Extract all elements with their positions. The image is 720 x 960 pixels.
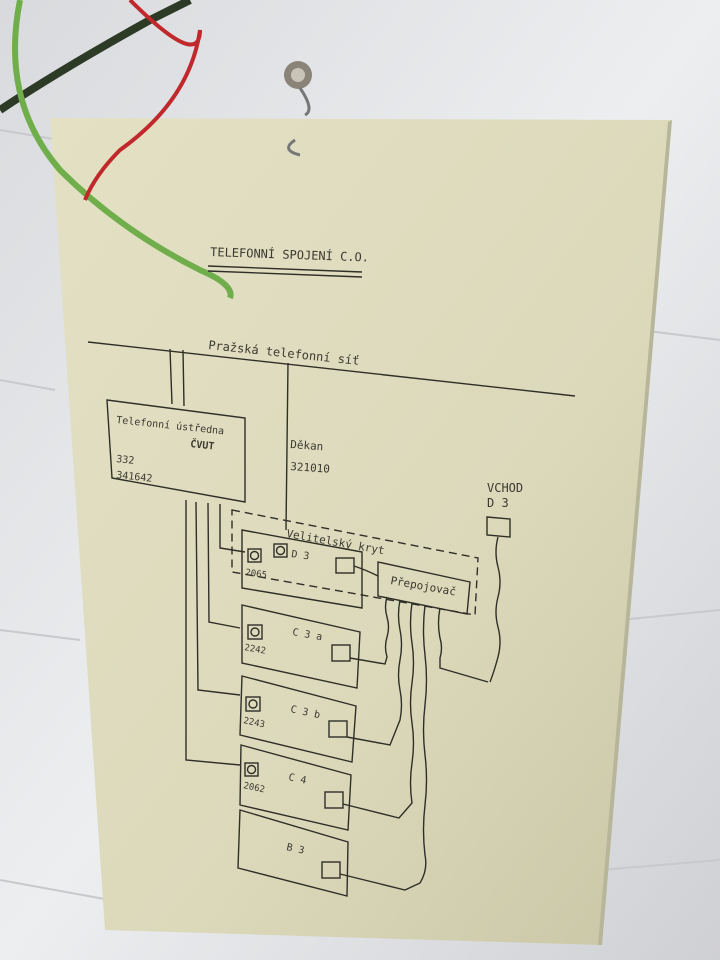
switchboard-box [377, 561, 471, 615]
extension-lines [185, 500, 246, 766]
phone-icon [246, 764, 257, 775]
phone-icon [275, 545, 286, 556]
hook-icon [287, 87, 311, 157]
dean-label: Děkan [290, 438, 324, 453]
exchange-number1: 332 [116, 454, 135, 467]
phone-icon [248, 699, 258, 709]
trunk-lines [169, 348, 289, 531]
exchange-line2: ČVUT [190, 437, 215, 452]
wire-green [12, 0, 234, 300]
paper-edge [598, 120, 672, 945]
diagram-title: TELEFONNÍ SPOJENÍ C.O. [210, 244, 369, 265]
network-line [87, 341, 576, 397]
wire-dark [0, 0, 192, 114]
room-d3: D 3 2065 [241, 529, 363, 609]
entrance-label: VCHOD [487, 481, 523, 495]
exchange-box [106, 399, 246, 503]
room-name: C 4 [287, 772, 307, 787]
room-c4: C 4 2062 [239, 744, 352, 831]
room-c3b: C 3 b 2243 [239, 675, 357, 763]
room-name: D 3 [291, 549, 310, 562]
entrance-phone-box [486, 516, 511, 538]
switchboard-wires [339, 536, 501, 891]
room-extension: 2242 [243, 643, 266, 657]
room-extension: 2243 [242, 716, 265, 730]
room-b3: B 3 [237, 809, 349, 897]
phone-icon [250, 627, 260, 637]
dean-number: 321010 [290, 460, 331, 476]
phone-icon [249, 550, 260, 561]
room-c3a: C 3 a 2242 [241, 604, 361, 689]
room-extension: 2062 [242, 781, 265, 795]
room-name: C 3 a [291, 627, 323, 643]
room-name: B 3 [285, 842, 305, 857]
title-underline [207, 265, 363, 278]
paper-sheet [50, 118, 672, 945]
entrance-room: D 3 [487, 496, 509, 510]
exchange-number2: 341642 [116, 470, 153, 485]
room-extension: 2065 [245, 568, 268, 581]
wire-red [83, 0, 202, 201]
bunker-area [231, 509, 479, 616]
